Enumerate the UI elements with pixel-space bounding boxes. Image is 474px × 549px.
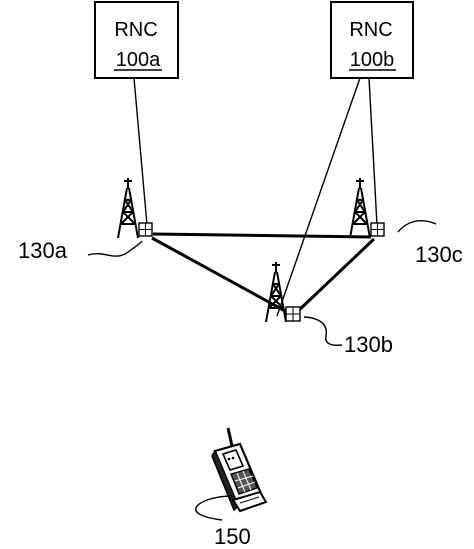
rnc-title: RNC [114, 19, 157, 41]
link-bs130a-bs130c [152, 232, 372, 239]
label-130b: 130b [344, 332, 393, 357]
link-rnc100b-bs130c [368, 77, 378, 226]
link-rnc100a-bs130a [133, 77, 148, 226]
radio-tower-icon [117, 178, 139, 239]
rnc-ref-label: 100a [116, 49, 161, 71]
link-bs130a-bs130b [151, 236, 288, 314]
leader-150 [195, 495, 233, 521]
base-station-130b [265, 262, 301, 323]
label-150: 150 [214, 524, 251, 549]
mobile-phone-icon [211, 427, 268, 513]
rnc-box-100a: RNC 100a [94, 1, 179, 79]
mobile-phone-150: 150 [195, 427, 268, 549]
leader-130b [303, 316, 343, 346]
base-station-unit [285, 306, 301, 322]
link-rnc100b-bs130b [276, 77, 361, 317]
leader-130c [397, 220, 437, 233]
network-links [133, 77, 378, 317]
rnc-box-100b: RNC 100b [330, 1, 414, 79]
label-130a: 130a [18, 238, 68, 263]
leader-130a [87, 240, 143, 257]
base-station-130c [349, 178, 385, 239]
rnc-title: RNC [349, 19, 392, 41]
base-station-130a [117, 178, 153, 239]
rnc-ref-label: 100b [350, 49, 395, 71]
base-station-unit [138, 222, 153, 237]
radio-tower-icon [265, 262, 287, 323]
radio-tower-icon [349, 178, 371, 239]
base-station-unit [370, 222, 385, 237]
link-bs130c-bs130b [295, 237, 376, 314]
label-130c: 130c [415, 242, 463, 267]
